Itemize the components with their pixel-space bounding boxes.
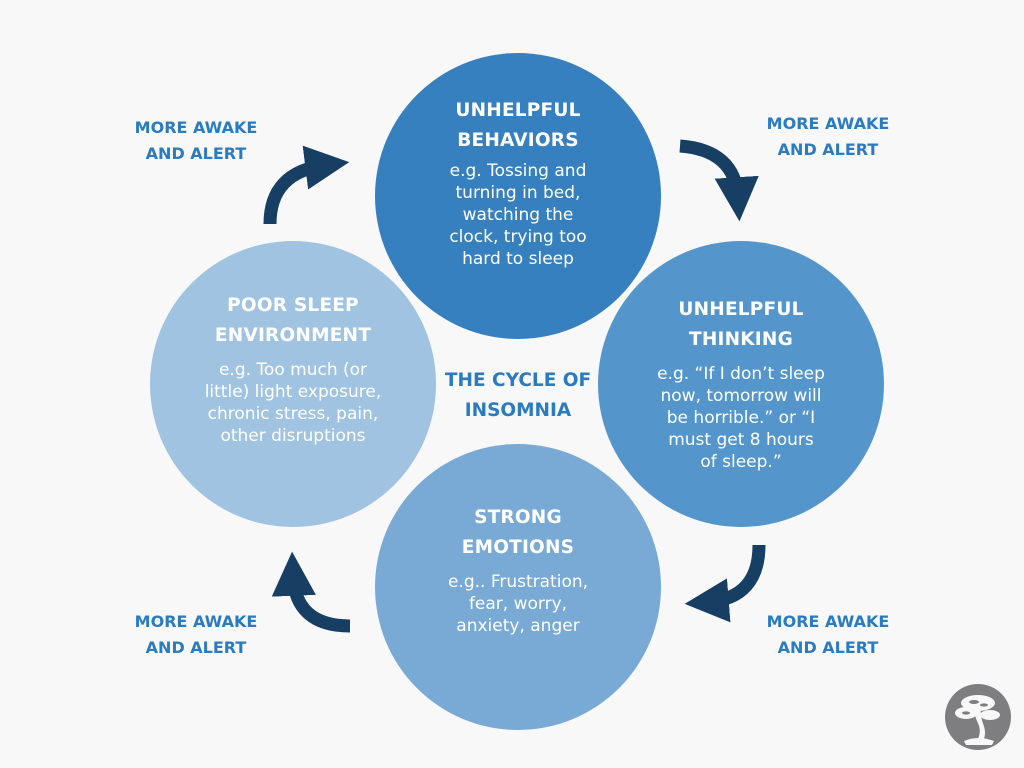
transition-label-top-right: MORE AWAKE AND ALERT [766, 114, 890, 159]
stage-poor-sleep-environment: POOR SLEEP ENVIRONMENT e.g. Too much (or… [150, 241, 436, 527]
stage-description: e.g.. Frustration, fear, worry, anxiety,… [447, 572, 589, 636]
bonsai-tree-logo-icon [945, 684, 1011, 750]
stage-description: e.g. Tossing and turning in bed, watchin… [449, 161, 587, 269]
stage-description: e.g. “If I don’t sleep now, tomorrow wil… [657, 364, 825, 472]
stage-unhelpful-behaviors: UNHELPFUL BEHAVIORS e.g. Tossing and tur… [375, 53, 661, 339]
transition-label-top-left: MORE AWAKE AND ALERT [134, 118, 258, 163]
stage-unhelpful-thinking: UNHELPFUL THINKING e.g. “If I don’t slee… [598, 241, 884, 527]
transition-label-bottom-left: MORE AWAKE AND ALERT [134, 612, 258, 657]
transition-label-bottom-right: MORE AWAKE AND ALERT [766, 612, 890, 657]
stage-title: UNHELPFUL THINKING [678, 299, 804, 350]
arrow-top-left-icon [263, 145, 350, 225]
arrow-bottom-left-icon [271, 551, 351, 633]
stage-description: e.g. Too much (or little) light exposure… [204, 360, 382, 446]
arrow-top-right-icon [679, 139, 759, 222]
stage-title: STRONG EMOTIONS [461, 507, 575, 558]
arrow-bottom-right-icon [684, 544, 766, 623]
diagram-title: THE CYCLE OF INSOMNIA [444, 370, 592, 421]
stage-strong-emotions: STRONG EMOTIONS e.g.. Frustration, fear,… [375, 444, 661, 730]
stage-title: UNHELPFUL BEHAVIORS [455, 100, 581, 151]
stage-title: POOR SLEEP ENVIRONMENT [214, 295, 372, 346]
